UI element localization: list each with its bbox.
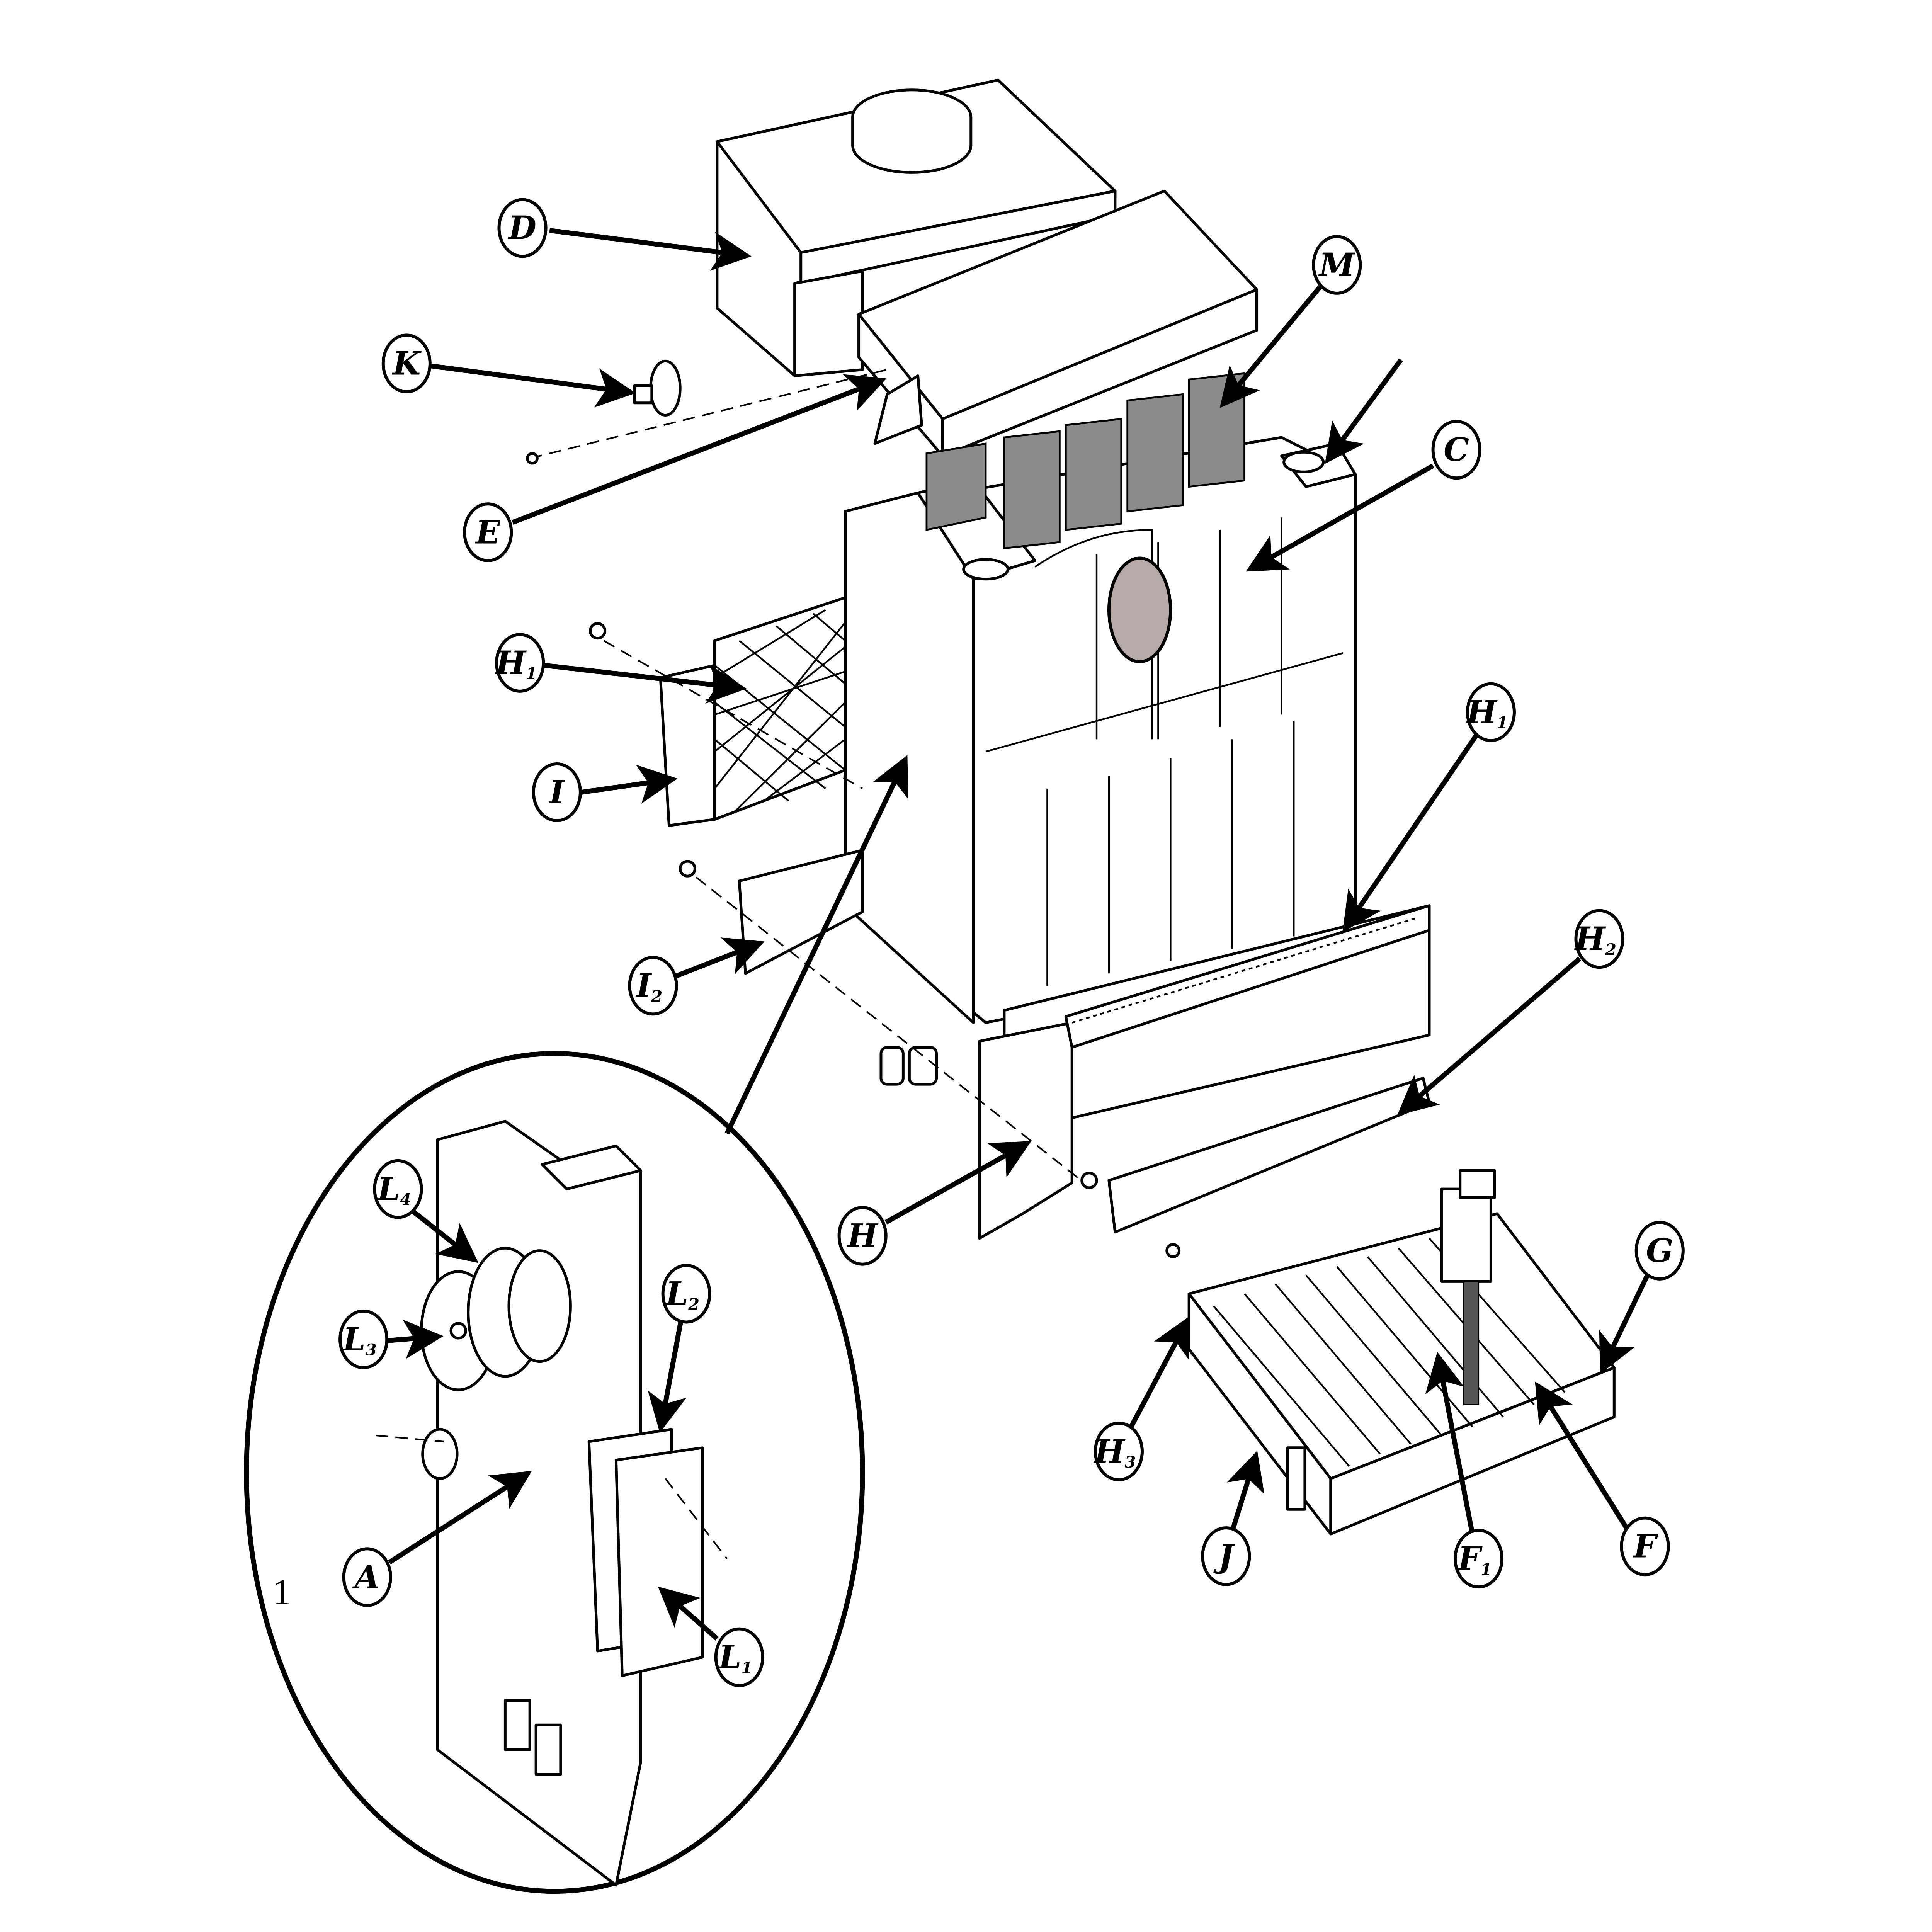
callout-H: H: [837, 1206, 888, 1266]
callout-letter: I: [549, 773, 565, 811]
mesh-panel-left: [588, 596, 1085, 1184]
svg-text:D: D: [508, 209, 536, 247]
svg-text:C: C: [1444, 431, 1469, 469]
svg-text:K: K: [392, 344, 422, 382]
callout-A: A: [342, 1547, 392, 1607]
svg-text:H3: H3: [1094, 1432, 1136, 1471]
callout-subscript: 1: [1497, 713, 1508, 732]
callout-subscript: 1: [526, 664, 537, 683]
callout-M: M: [1312, 235, 1362, 295]
callout-subscript: 2: [1605, 940, 1616, 959]
callout-letter: I: [636, 967, 652, 1005]
svg-text:L2: L2: [665, 1275, 699, 1314]
callout-subscript: 2: [651, 986, 662, 1005]
callout-letter: H: [1466, 693, 1498, 731]
svg-text:H2: H2: [1574, 920, 1616, 959]
callout-letter: L: [718, 1638, 741, 1676]
svg-text:M: M: [1318, 246, 1355, 284]
draft-hood: [716, 78, 1117, 378]
callout-L2: L2: [661, 1264, 711, 1324]
limit-switch: [526, 359, 888, 465]
svg-text:E: E: [475, 513, 501, 551]
callout-letter: H: [495, 644, 527, 682]
callout-letter: E: [475, 513, 501, 551]
callout-K: K: [381, 333, 432, 394]
burner-tray: [1187, 1169, 1616, 1536]
svg-text:F1: F1: [1457, 1540, 1492, 1579]
callout-letter: A: [352, 1558, 379, 1596]
inset-detail: [244, 1051, 865, 1894]
callout-letter: L: [665, 1275, 688, 1313]
callout-J: J: [1201, 1526, 1251, 1586]
callout-letter: L: [377, 1170, 400, 1208]
callout-C: C: [1431, 420, 1481, 480]
svg-text:L1: L1: [718, 1638, 752, 1677]
svg-text:I2: I2: [636, 967, 663, 1006]
callout-letter: H: [847, 1217, 879, 1255]
leader-arrows: [388, 228, 1650, 1641]
svg-text:F: F: [1633, 1527, 1658, 1565]
callout-L4: L4: [373, 1159, 423, 1219]
callout-H3: H3: [1094, 1422, 1144, 1481]
svg-text:H1: H1: [495, 644, 537, 683]
callout-subscript: 2: [688, 1295, 699, 1314]
callout-letter: H: [1094, 1432, 1126, 1470]
svg-text:I: I: [549, 773, 565, 811]
callout-F: F: [1620, 1516, 1670, 1577]
callout-letter: C: [1444, 431, 1469, 469]
burner-assembly: [1064, 904, 1431, 1259]
callout-letter: F: [1633, 1527, 1658, 1565]
svg-text:H: H: [847, 1217, 879, 1255]
callout-subscript: 4: [400, 1190, 411, 1209]
svg-text:L4: L4: [377, 1170, 411, 1209]
callout-H1-left: H1: [495, 633, 545, 693]
callout-L1: L1: [714, 1627, 764, 1687]
callout-I: I: [532, 762, 582, 822]
flue-collector: [857, 189, 1259, 457]
callout-G: G: [1634, 1221, 1685, 1281]
callout-F1: F1: [1453, 1529, 1504, 1589]
callout-subscript: 1: [741, 1658, 752, 1677]
svg-text:A: A: [352, 1558, 379, 1596]
svg-text:H1: H1: [1466, 693, 1508, 732]
callout-letter: K: [392, 344, 422, 382]
callout-subscript: 3: [366, 1340, 377, 1359]
callout-D: D: [497, 198, 548, 258]
callout-I2: I2: [628, 956, 678, 1016]
callout-letter: L: [342, 1320, 366, 1358]
callout-H1-right: H1: [1466, 682, 1516, 742]
callout-H2: H2: [1574, 909, 1624, 969]
callout-L3: L3: [338, 1309, 389, 1369]
svg-text:G: G: [1646, 1231, 1673, 1269]
callout-subscript: 3: [1125, 1452, 1136, 1471]
inset-number: 1: [272, 1571, 291, 1612]
callout-subscript: 1: [1481, 1560, 1492, 1578]
callout-letter: G: [1646, 1231, 1673, 1269]
callout-letter: M: [1318, 246, 1355, 284]
svg-text:L3: L3: [342, 1320, 377, 1359]
callout-letter: D: [508, 209, 536, 247]
callout-letter: F: [1457, 1540, 1483, 1578]
callout-E: E: [463, 502, 513, 562]
callout-letter: H: [1574, 920, 1606, 958]
